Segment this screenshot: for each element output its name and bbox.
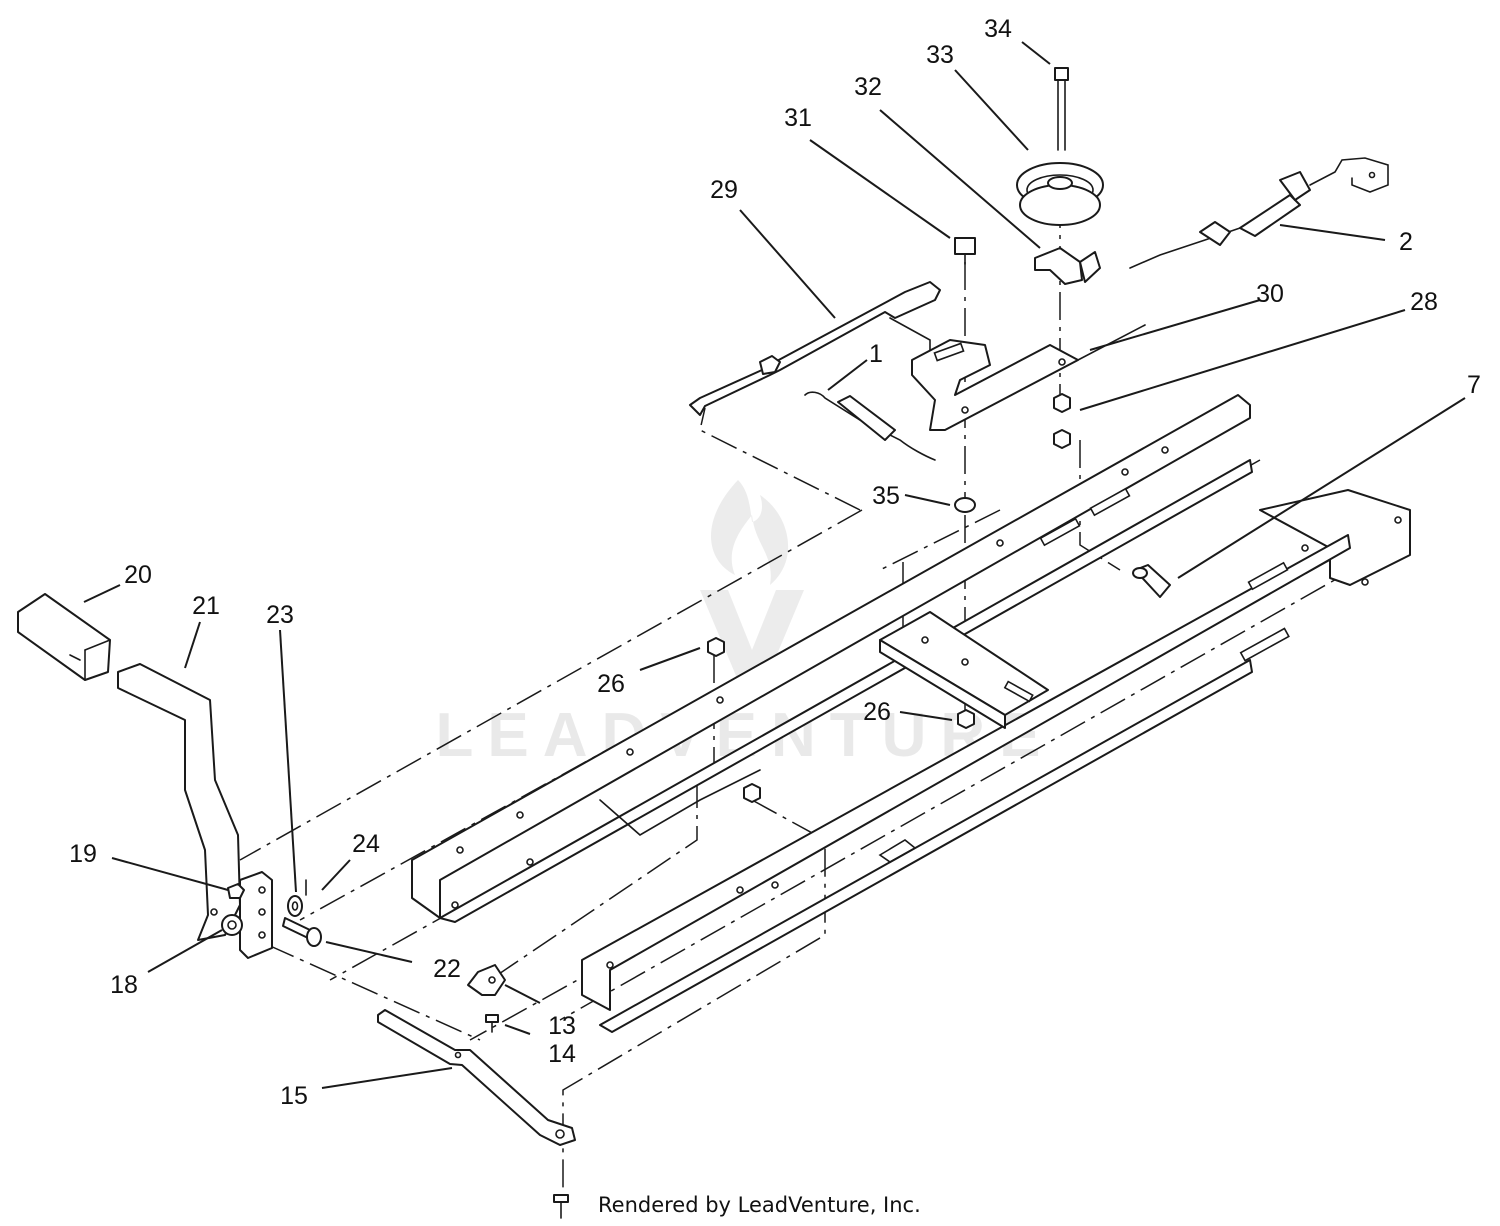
callout-24: 24: [352, 830, 380, 858]
idler-bracket: [911, 324, 1146, 431]
watermark-v-icon: [700, 590, 804, 690]
callout-15: 15: [280, 1082, 308, 1110]
brake-cable: [1129, 157, 1389, 269]
shoulder-bolt: [954, 237, 976, 265]
pedal-bracket: [239, 871, 273, 959]
callout-20: 20: [124, 561, 152, 589]
callout-18: 18: [110, 971, 138, 999]
callout-26-lower: 26: [863, 698, 891, 726]
bolt-washer-group: [282, 879, 322, 947]
callout-35: 35: [872, 482, 900, 510]
callout-29: 29: [710, 176, 738, 204]
frame-rail-left: [411, 394, 1253, 923]
callout-34: 34: [984, 15, 1012, 43]
link-rod: [377, 1009, 576, 1146]
idler-pulley: [1016, 162, 1104, 226]
callout-labels: 34 33 32 31 29 2 30 28 1 7 35 20 21 23 2…: [69, 15, 1481, 1110]
callout-28: 28: [1410, 288, 1438, 316]
callout-19: 19: [69, 840, 97, 868]
pedal-arm: [117, 663, 241, 941]
callout-21: 21: [192, 592, 220, 620]
cross-member: [879, 611, 1049, 729]
callout-2: 2: [1399, 228, 1413, 256]
callout-33: 33: [926, 41, 954, 69]
extension-spring: [804, 391, 936, 461]
callout-32: 32: [854, 73, 882, 101]
callout-30: 30: [1256, 280, 1284, 308]
idler-arm: [689, 281, 941, 416]
callout-7: 7: [1467, 371, 1481, 399]
watermark-flame-icon: [710, 480, 789, 585]
frame-rail-right: [581, 489, 1411, 1033]
bushing-and-nut: [210, 883, 245, 936]
callout-13: 13: [548, 1012, 576, 1040]
callout-26-upper: 26: [597, 670, 625, 698]
pulley-bolt: [1054, 67, 1069, 151]
fasteners: [707, 393, 1171, 803]
callout-23: 23: [266, 601, 294, 629]
credit-text: Rendered by LeadVenture, Inc.: [598, 1193, 921, 1217]
belt-guide: [1034, 247, 1101, 285]
callout-22: 22: [433, 955, 461, 983]
cable-clamp: [467, 964, 569, 1219]
callout-1: 1: [869, 340, 883, 368]
callout-31: 31: [784, 104, 812, 132]
callout-14: 14: [548, 1040, 576, 1068]
leader-lines: [83, 41, 1466, 1089]
pedal-pad: [17, 593, 111, 681]
